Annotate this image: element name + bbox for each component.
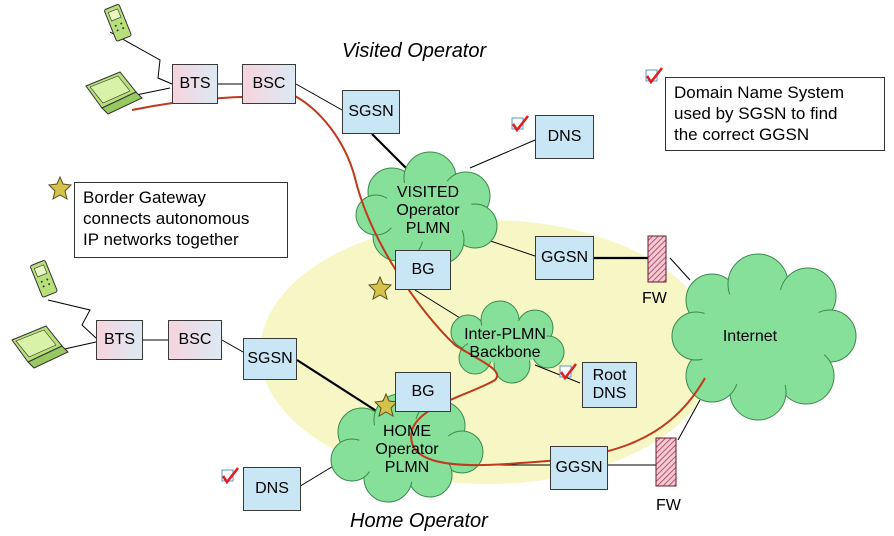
laptop-home-icon <box>11 325 69 369</box>
bsc-visited-node: BSC <box>242 64 296 104</box>
visited-plmn-line: Operator <box>396 202 460 219</box>
star-bg-home-icon <box>373 392 399 418</box>
dns-home-node: DNS <box>243 467 301 511</box>
sgsn-home-node: SGSN <box>243 338 297 380</box>
bts-visited-node: BTS <box>172 64 218 104</box>
inter-plmn-line: Inter-PLMN <box>464 326 546 343</box>
visited-plmn-label: VISITED Operator PLMN <box>378 184 478 238</box>
firewall-bottom-icon <box>655 437 677 487</box>
bg-note-line: Border Gateway <box>83 188 206 207</box>
dns-note: Domain Name System used by SGSN to find … <box>665 77 885 151</box>
star-legend-icon <box>47 175 73 201</box>
inter-plmn-line: Backbone <box>469 344 541 361</box>
bg-home-node: BG <box>395 372 451 412</box>
ggsn-visited-node: GGSN <box>535 236 594 280</box>
checkmark-dns-visited-icon <box>511 115 530 133</box>
inter-plmn-cloud <box>450 300 565 384</box>
laptop-visited-icon <box>85 71 143 115</box>
visited-operator-heading: Visited Operator <box>342 40 487 62</box>
border-gateway-note: Border Gateway connects autonomous IP ne… <box>74 182 288 258</box>
firewall-bottom-label: FW <box>656 497 681 514</box>
root-dns-line: Root <box>592 367 627 384</box>
root-dns-line: DNS <box>592 385 627 402</box>
inter-plmn-label: Inter-PLMN Backbone <box>450 326 560 362</box>
visited-plmn-line: PLMN <box>405 220 451 237</box>
dns-visited-node: DNS <box>535 115 594 159</box>
thick-links <box>296 133 648 413</box>
root-dns-node: Root DNS <box>582 362 637 408</box>
home-plmn-line: PLMN <box>384 459 430 476</box>
connection-lines <box>47 31 701 489</box>
dns-note-line: used by SGSN to find <box>674 104 838 123</box>
ggsn-home-node: GGSN <box>550 446 608 490</box>
internet-label: Internet <box>722 328 778 345</box>
dns-note-line: Domain Name System <box>674 83 845 102</box>
visited-plmn-line: VISITED <box>396 184 460 201</box>
star-bg-visited-icon <box>367 275 393 301</box>
bg-note-line: IP networks together <box>83 230 239 249</box>
roaming-data-path <box>131 94 706 467</box>
bsc-home-node: BSC <box>168 320 222 360</box>
checkmark-root-dns-icon <box>559 363 578 381</box>
home-operator-heading: Home Operator <box>350 510 488 532</box>
dns-note-line: the correct GGSN <box>674 125 810 144</box>
home-plmn-cloud <box>330 393 484 503</box>
checkmark-dns-home-icon <box>221 467 240 485</box>
bts-home-node: BTS <box>96 320 143 360</box>
firewall-top-icon <box>647 235 667 283</box>
home-plmn-line: Operator <box>375 441 439 458</box>
home-plmn-label: HOME Operator PLMN <box>357 423 457 477</box>
firewall-top-label: FW <box>642 290 667 307</box>
checkmark-legend-icon <box>645 67 664 85</box>
visited-plmn-cloud <box>355 151 498 265</box>
internet-cloud <box>671 253 857 421</box>
home-plmn-line: HOME <box>383 423 431 440</box>
sgsn-visited-node: SGSN <box>342 90 400 134</box>
bg-visited-node: BG <box>395 250 451 290</box>
mobile-phone-visited-icon <box>104 4 132 42</box>
bg-note-line: connects autonomous <box>83 209 250 228</box>
mobile-phone-home-icon <box>30 260 58 298</box>
